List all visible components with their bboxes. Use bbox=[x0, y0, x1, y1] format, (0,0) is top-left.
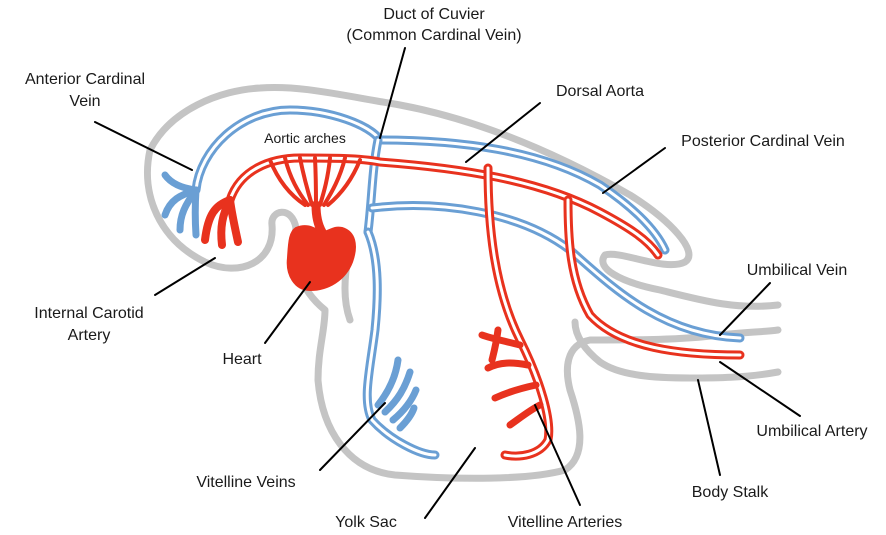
aortic-arch-4 bbox=[315, 158, 316, 205]
aortic-arch-outflow bbox=[316, 205, 322, 232]
leader-heart bbox=[265, 282, 310, 343]
label-body-stalk: Body Stalk bbox=[692, 484, 769, 501]
head-vein-tributaries bbox=[165, 175, 196, 235]
label-dorsal-aorta: Dorsal Aorta bbox=[556, 83, 644, 100]
label-vitelline-veins: Vitelline Veins bbox=[196, 474, 295, 491]
head-vein-tributary-3 bbox=[195, 190, 196, 235]
leader-anterior-cardinal-vein bbox=[95, 122, 192, 170]
label-anterior-cardinal-vein-line1: Anterior Cardinal bbox=[25, 71, 145, 88]
label-aortic-arches: Aortic arches bbox=[264, 130, 346, 146]
vitelline-artery-branch-2 bbox=[488, 363, 528, 368]
leader-body-stalk bbox=[698, 380, 720, 475]
label-vitelline-arteries: Vitelline Arteries bbox=[508, 514, 622, 531]
aortic-arches-vessels bbox=[270, 158, 360, 232]
vitelline-vein-branches bbox=[378, 360, 416, 428]
leader-umbilical-artery bbox=[720, 362, 800, 416]
internal-carotid-branches bbox=[205, 200, 238, 245]
label-duct-of-cuvier-line1: Duct of Cuvier bbox=[383, 6, 485, 23]
artery-network bbox=[205, 158, 740, 456]
leader-duct-of-cuvier bbox=[380, 48, 405, 138]
vitelline-artery-trunk-lumen bbox=[488, 168, 549, 456]
posterior-cardinal-vein bbox=[380, 140, 665, 250]
vitelline-artery-branch-5 bbox=[492, 330, 498, 360]
label-heart: Heart bbox=[222, 351, 262, 368]
vitelline-artery-trunk bbox=[488, 168, 549, 456]
label-anterior-cardinal-vein-line2: Vein bbox=[69, 93, 100, 110]
label-posterior-cardinal-vein: Posterior Cardinal Vein bbox=[681, 133, 845, 150]
label-umbilical-artery: Umbilical Artery bbox=[756, 423, 867, 440]
labels: Duct of Cuvier (Common Cardinal Vein) An… bbox=[25, 6, 868, 531]
carotid-branch-3 bbox=[230, 200, 238, 242]
label-umbilical-vein: Umbilical Vein bbox=[747, 262, 847, 279]
umbilical-vein-vessel bbox=[372, 206, 740, 338]
vein-network bbox=[165, 110, 740, 455]
vitelline-artery-branches bbox=[482, 330, 540, 425]
label-yolk-sac: Yolk Sac bbox=[335, 514, 397, 531]
label-duct-of-cuvier-line2: (Common Cardinal Vein) bbox=[346, 27, 521, 44]
label-internal-carotid-artery-line2: Artery bbox=[68, 327, 111, 344]
vitelline-artery-branch-3 bbox=[495, 385, 536, 398]
label-internal-carotid-artery-line1: Internal Carotid bbox=[34, 305, 143, 322]
leader-posterior-cardinal-vein bbox=[603, 148, 665, 193]
leader-internal-carotid-artery bbox=[155, 258, 215, 295]
head-vein-tributary-4 bbox=[165, 175, 196, 190]
umbilical-vein-lumen bbox=[372, 206, 740, 338]
